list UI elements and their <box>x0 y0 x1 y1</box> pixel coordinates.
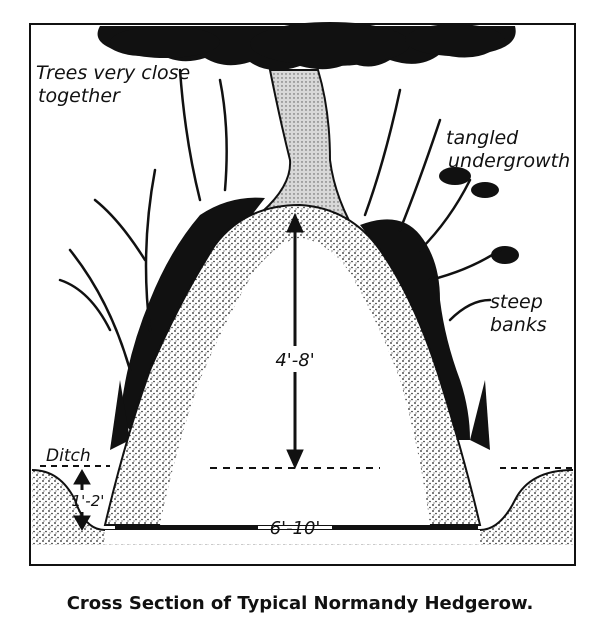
undergrowth-label-line2: undergrowth <box>448 150 570 172</box>
base-width-label: 6'-10' <box>270 518 321 539</box>
undergrowth-label-line1: tangled <box>446 127 519 149</box>
trees-label-line2: together <box>38 85 121 107</box>
banks-label-line2: banks <box>490 314 547 336</box>
tree-canopy <box>97 22 516 71</box>
trees-label-line1: Trees very close <box>36 62 190 84</box>
ditch-label: Ditch <box>46 446 91 466</box>
tree-branches <box>58 68 502 372</box>
ditch-depth-label: 1'-2' <box>72 492 105 510</box>
banks-label-line1: steep <box>490 291 543 313</box>
height-dimension <box>210 212 380 470</box>
figure-caption: Cross Section of Typical Normandy Hedger… <box>67 593 534 614</box>
ditch-dimension <box>40 465 572 532</box>
ground-fill-mask <box>105 530 480 544</box>
height-label: 4'-8' <box>275 350 314 371</box>
